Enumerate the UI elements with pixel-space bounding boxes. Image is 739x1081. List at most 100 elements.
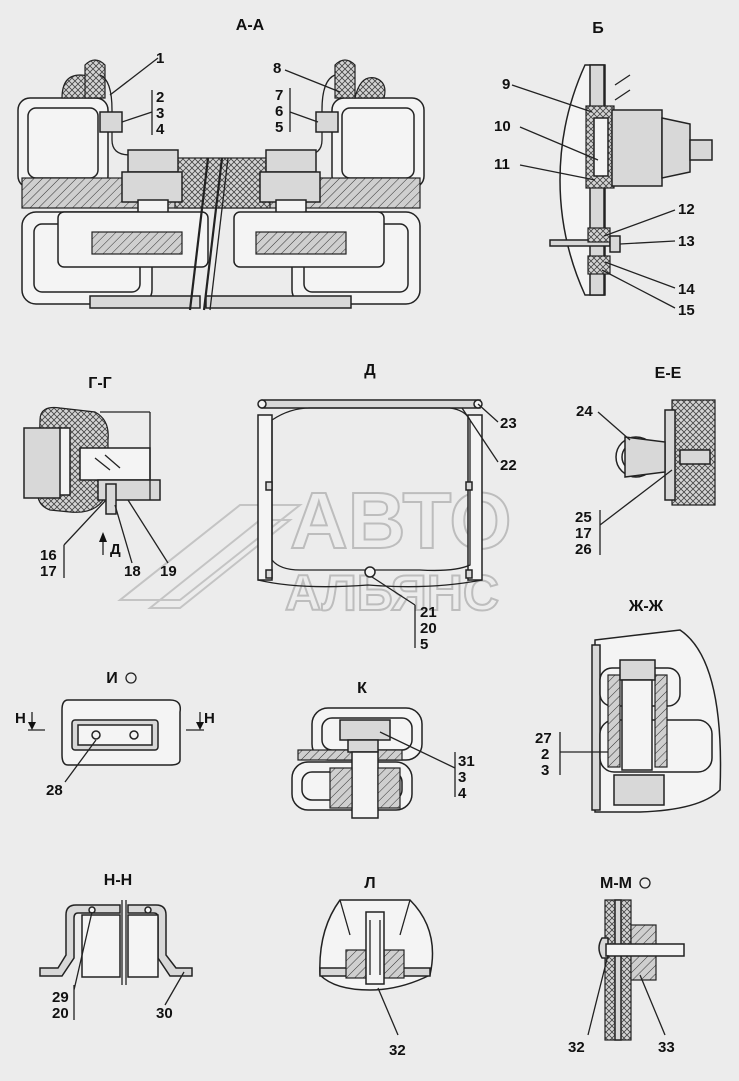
aa-right-seal [334,59,356,99]
view-b: Б 9 10 11 12 13 14 15 [494,20,713,319]
view-mm-circle-mark [639,877,651,889]
b-lamp-cap [661,117,691,179]
aa-callout-3: 3 [156,105,164,122]
view-mm: М-М 32 33 [568,875,685,1056]
zhzh-callout-27: 27 [535,730,552,747]
b-callout-13: 13 [678,233,695,250]
view-l: Л 32 [319,875,434,1059]
view-l-title: Л [364,875,375,892]
nn-callout-29: 29 [52,989,69,1006]
d-callout-5: 5 [420,636,428,653]
ee-bolt [679,449,711,465]
view-k: К 31 3 4 [291,680,475,819]
zhzh-bolt [621,679,653,771]
gg-callout-18: 18 [124,563,141,580]
view-nn: Н-Н 29 20 30 [39,872,193,1022]
zhzh-callout-3: 3 [541,762,549,779]
aa-left-nut [127,149,179,173]
view-ee-title: Е-Е [655,365,682,382]
view-mm-title: М-М [600,875,632,892]
gg-callout-17: 17 [40,563,57,580]
view-d: Д 23 22 21 20 5 [257,362,517,653]
watermark-line2: АЛЬЯНС [285,565,499,621]
d-bottom-screw [364,566,376,578]
view-gg-title: Г-Г [88,375,111,392]
nn-left-cavity [81,914,121,978]
view-io-title: И [106,670,118,687]
ee-callout-25: 25 [575,509,592,526]
b-callout-12: 12 [678,201,695,218]
l-screw [365,911,385,985]
aa-callout-5: 5 [275,119,283,136]
io-screw-right [129,730,139,740]
aa-callout-6: 6 [275,103,283,120]
gg-arrow-label: Д [110,541,121,558]
k-callout-31: 31 [458,753,475,770]
b-callout-14: 14 [678,281,695,298]
aa-callout-2: 2 [156,89,164,106]
d-callout-21: 21 [420,604,437,621]
d-callout-23: 23 [500,415,517,432]
k-nut [339,719,391,741]
io-section-right: Н [204,710,215,727]
view-zhzh: Ж-Ж 27 2 3 [535,598,722,813]
aa-right-bolt-head [315,111,339,133]
nn-callout-20: 20 [52,1005,69,1022]
aa-callout-4: 4 [156,121,165,138]
view-k-title: К [357,680,367,697]
view-gg: Г-Г Д 16 17 18 19 [23,375,177,580]
mm-callout-33: 33 [658,1039,675,1056]
aa-left-bolt-head [99,111,123,133]
mm-callout-32: 32 [568,1039,585,1056]
d-top-bar [261,399,481,409]
zhzh-bolt-head [613,774,665,806]
view-aa: А-А [17,17,425,311]
io-section-left: Н [15,710,26,727]
b-lamp-body [611,109,663,187]
aa-callout-1: 1 [156,50,164,67]
gg-callout-16: 16 [40,547,57,564]
b-callout-9: 9 [502,76,510,93]
d-left-post [257,414,273,581]
view-aa-title: А-А [236,17,265,34]
l-callout-32: 32 [389,1042,406,1059]
ee-callout-24: 24 [576,403,593,420]
view-ee: Е-Е 24 25 17 26 [575,365,716,558]
gg-wall [23,427,61,499]
aa-callout-7: 7 [275,87,283,104]
aa-right-nut [265,149,317,173]
b-callout-11: 11 [494,156,510,173]
view-io: И Н Н 28 [15,670,215,799]
k-callout-3: 3 [458,769,466,786]
b-lamp-nut [689,139,713,161]
aa-callout-8: 8 [273,60,281,77]
nn-callout-30: 30 [156,1005,173,1022]
watermark: АВТО АЛЬЯНС [117,475,513,622]
ee-callout-17: 17 [575,525,592,542]
zhzh-callout-2: 2 [541,746,549,763]
aa-left-bottom-strip [89,295,201,309]
zhzh-nut [619,659,656,681]
d-callout-20: 20 [420,620,437,637]
zhzh-wall [591,644,601,811]
view-d-title: Д [364,362,376,379]
b-callout-10: 10 [494,118,511,135]
gg-callout-19: 19 [160,563,177,580]
d-window-frame [271,407,471,572]
b-callout-15: 15 [678,302,695,319]
nn-right-cavity [127,914,159,978]
view-nn-title: Н-Н [104,872,132,889]
aa-right-bottom-strip [205,295,352,309]
nn-left-profile [39,904,121,977]
ee-callout-26: 26 [575,541,592,558]
mm-screw [605,943,685,957]
d-callout-22: 22 [500,457,517,474]
io-screw-left [91,730,101,740]
io-callout-28: 28 [46,782,63,799]
k-callout-4: 4 [458,785,467,802]
view-io-circle-mark [125,672,137,684]
view-zhzh-title: Ж-Ж [628,598,664,615]
view-b-title: Б [592,20,604,37]
k-bolt [351,751,379,819]
